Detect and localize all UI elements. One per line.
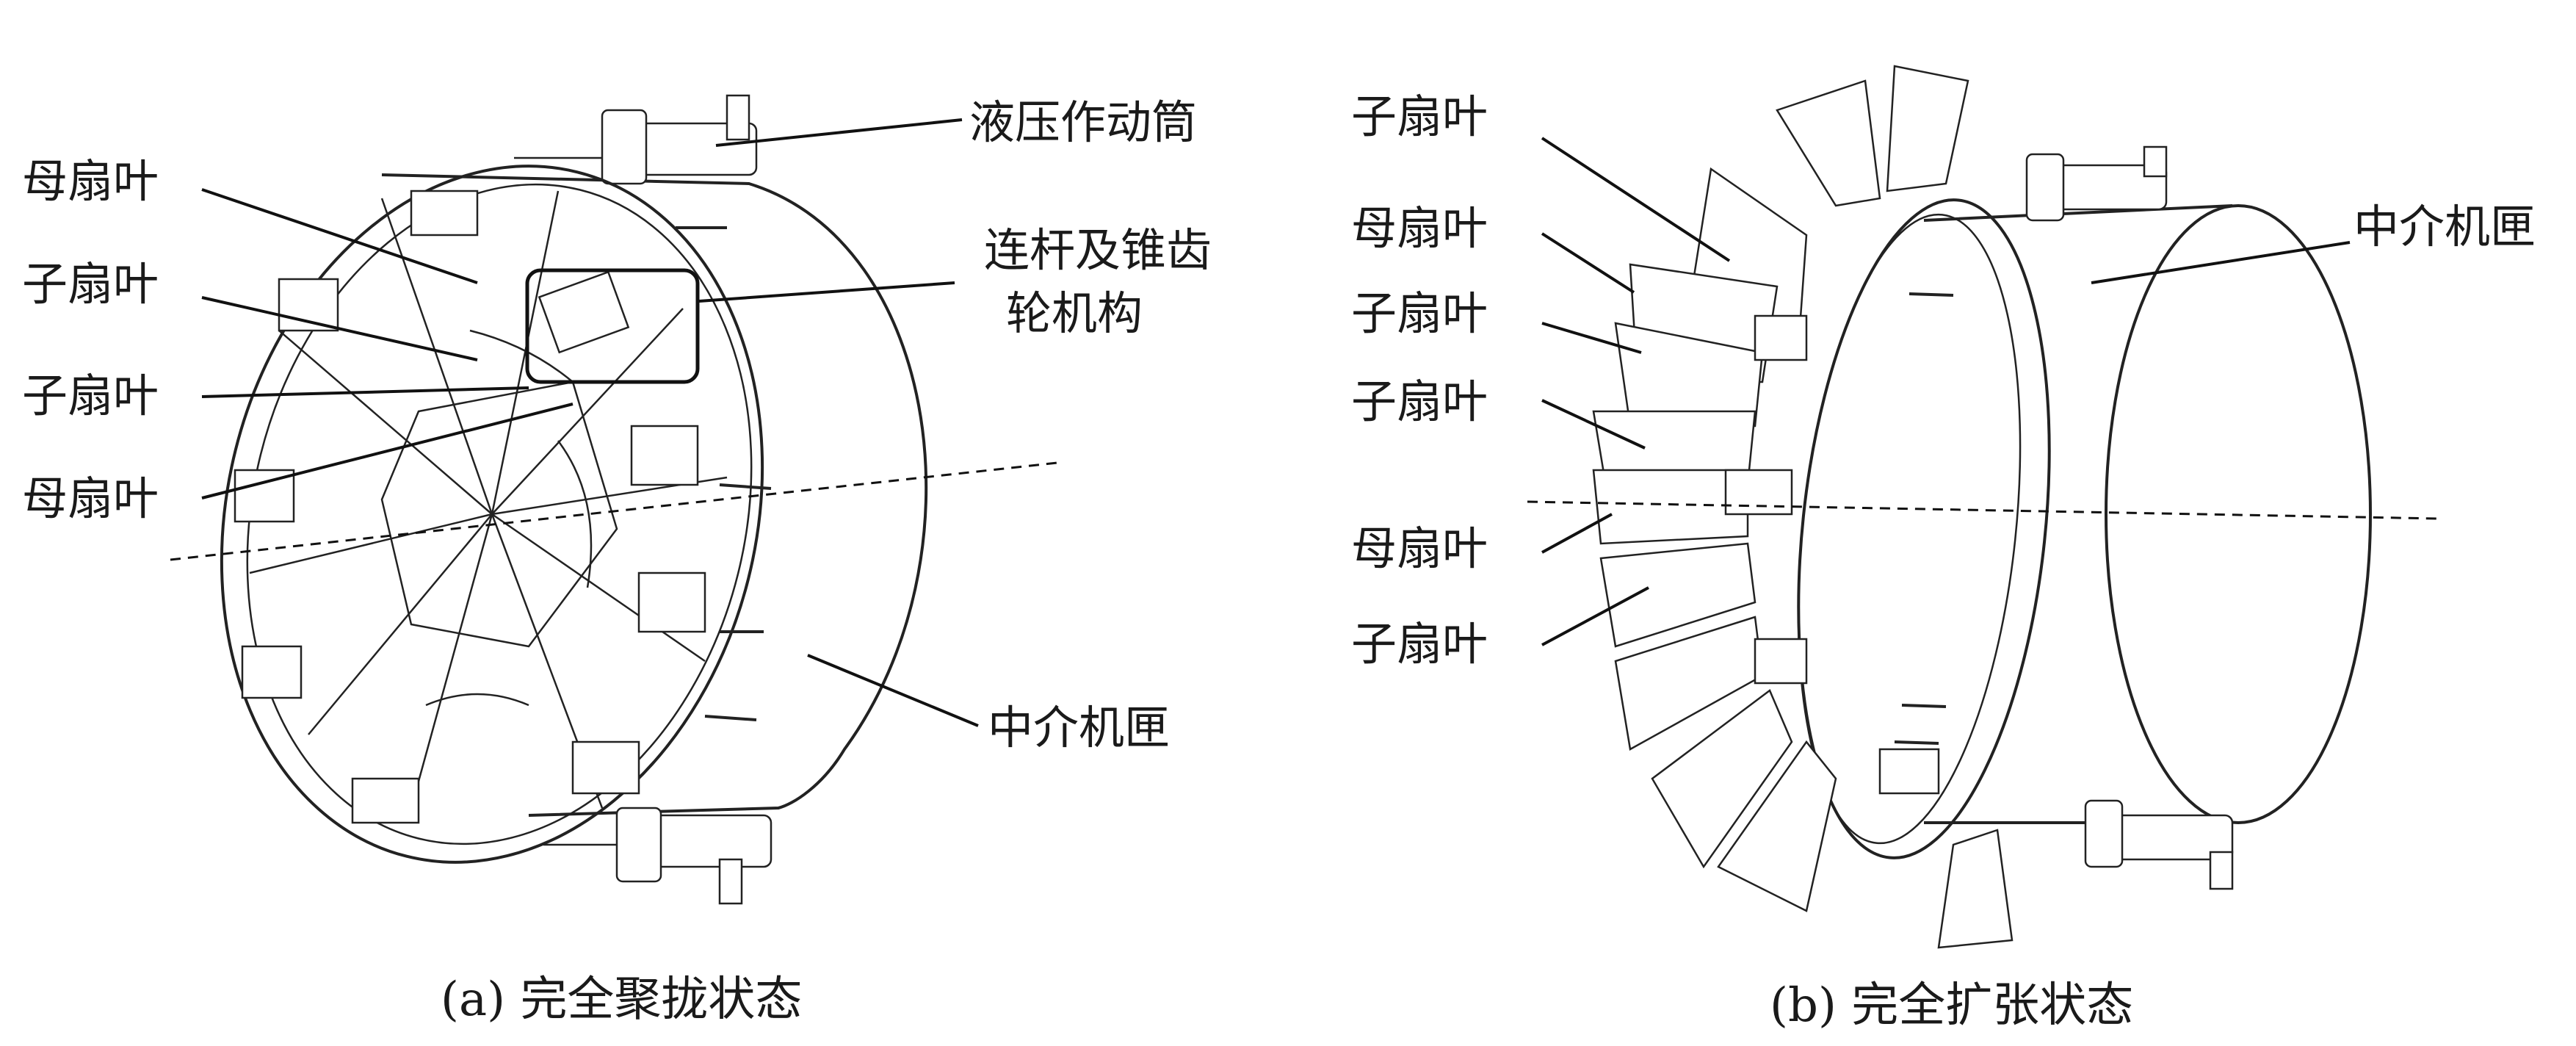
caption-a: (a) 完全聚拢状态 [441,973,802,1027]
leader-linkage-a [698,281,955,303]
leader-child-blade-1-b [1541,137,1731,262]
panel-a-drawing [220,94,928,905]
casing-cylinder-a [381,173,928,817]
leader-child-blade-2-a [201,386,529,398]
front-ring-inner-b [1797,213,2022,845]
leader-casing-b [2091,241,2351,284]
label-child-blade-1-a: 子扇叶 [22,257,159,311]
label-child-blade-3-b: 子扇叶 [1351,375,1488,428]
label-mother-blade-2-b: 母扇叶 [1351,522,1488,575]
label-mother-blade-top-a: 母扇叶 [22,154,159,208]
label-linkage-line2-a: 轮机构 [1006,286,1143,340]
panel-a: 母扇叶 子扇叶 子扇叶 母扇叶 液压作动筒 连杆及锥齿 轮机构 中介机匣 (a)… [22,94,1212,1027]
label-mother-blade-1-b: 母扇叶 [1351,201,1488,255]
label-child-blade-4-b: 子扇叶 [1351,617,1488,671]
leader-child-blade-1-a [201,296,478,361]
hydraulic-actuator-bottom-a [543,807,773,905]
centerline-b [1527,500,2439,520]
leader-hydraulic-a [715,118,963,147]
linkage-highlight-box [525,268,700,384]
caption-b: (b) 完全扩张状态 [1770,978,2133,1033]
hydraulic-actuator-top-b [2025,145,2168,222]
leader-mother-blade-top-a [201,188,478,284]
label-hydraulic-actuator-a: 液压作动筒 [969,95,1197,149]
hydraulic-actuator-top-a [514,94,758,185]
label-mother-blade-bottom-a: 母扇叶 [22,472,159,525]
label-linkage-line1-a: 连杆及锥齿 [984,223,1212,277]
label-child-blade-1-b: 子扇叶 [1351,90,1488,143]
casing-studs-b [1894,292,1954,745]
leader-child-blade-3-b [1541,399,1646,450]
centerline-a [170,461,1058,561]
leader-mother-blade-2-b [1541,513,1613,554]
leader-child-blade-2-b [1541,322,1642,354]
panel-b: 子扇叶 母扇叶 子扇叶 子扇叶 母扇叶 子扇叶 中介机匣 (b) 完全扩张状态 [1351,65,2536,1033]
linkage-mechanisms-b [1724,314,1940,795]
panel-b-drawing [1592,65,2372,949]
label-casing-b: 中介机匣 [2354,200,2536,253]
rear-opening-b [2105,204,2372,824]
front-ring-inner-a [246,183,753,845]
label-child-blade-2-a: 子扇叶 [22,369,159,422]
linkage-mechanisms-a [234,190,706,824]
expanded-blades-b [1592,65,2014,949]
label-child-blade-2-b: 子扇叶 [1351,286,1488,340]
label-casing-a: 中介机匣 [988,701,1170,754]
hydraulic-actuator-bottom-b [2084,799,2234,890]
front-ring-outer-a [220,165,764,864]
leader-child-blade-4-b [1541,586,1649,646]
casing-studs-a [676,226,772,721]
leader-mother-blade-1-b [1541,232,1635,294]
leader-mother-blade-bottom-a [201,403,574,499]
leader-casing-a [807,654,979,727]
